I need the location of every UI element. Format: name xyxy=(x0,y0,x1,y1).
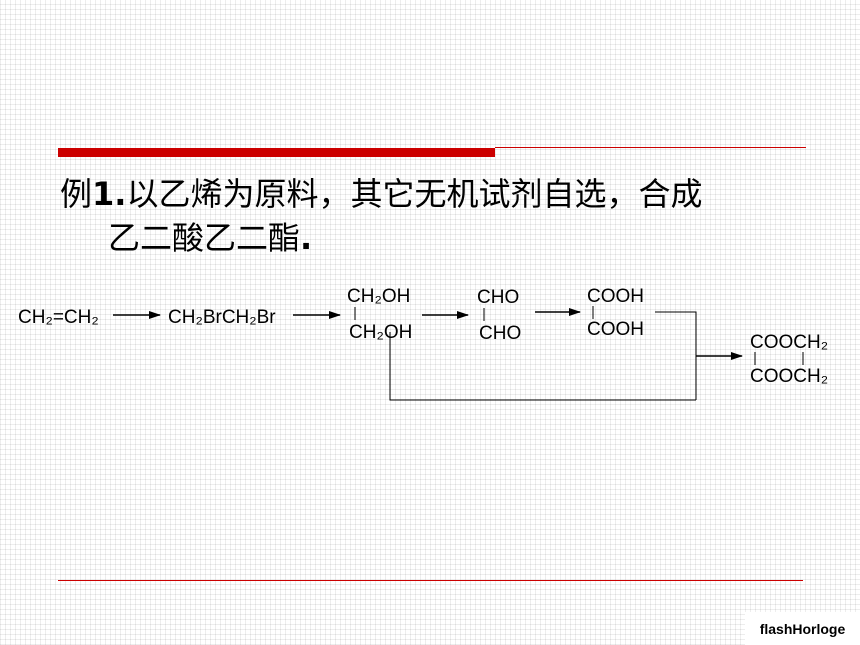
glycol-to-ester-connector xyxy=(389,332,696,401)
oxalic-bottom-formula: COOH xyxy=(587,319,644,340)
title-accent-bar xyxy=(58,148,495,157)
dibromide-formula: CH₂BrCH₂Br xyxy=(168,307,276,328)
example-number: 1. xyxy=(92,175,127,213)
oxalic-to-ester-connector xyxy=(655,311,697,400)
footer-divider xyxy=(58,580,803,581)
title-line-2: 乙二酸乙二酯. xyxy=(60,216,820,260)
ethylene-formula: CH₂=CH₂ xyxy=(18,307,99,328)
oxalic-top-formula: COOH xyxy=(587,286,644,307)
glycol-top-formula: CH₂OH xyxy=(347,286,410,307)
title-accent-line xyxy=(495,147,806,148)
title-line-1: 例1.以乙烯为原料，其它无机试剂自选，合成 xyxy=(60,172,820,216)
title-line-1-text: 以乙烯为原料，其它无机试剂自选，合成 xyxy=(126,175,703,213)
glyoxal-top-formula: CHO xyxy=(477,287,519,308)
watermark-logo: flashHorloge xyxy=(745,612,860,645)
title-line-2-period: . xyxy=(300,219,313,257)
synthesis-scheme: CH₂=CH₂ CH₂BrCH₂Br CH₂OH CH₂OH CHO CHO C… xyxy=(18,286,828,401)
slide-title: 例1.以乙烯为原料，其它无机试剂自选，合成 乙二酸乙二酯. xyxy=(60,172,820,260)
glycol-bottom-formula: CH₂OH xyxy=(349,322,412,343)
ester-bottom-formula: COOCH₂ xyxy=(750,366,828,387)
title-prefix: 例 xyxy=(60,175,93,213)
ester-top-formula: COOCH₂ xyxy=(750,332,828,353)
glyoxal-bottom-formula: CHO xyxy=(479,323,521,344)
title-line-2-text: 乙二酸乙二酯 xyxy=(108,219,301,257)
